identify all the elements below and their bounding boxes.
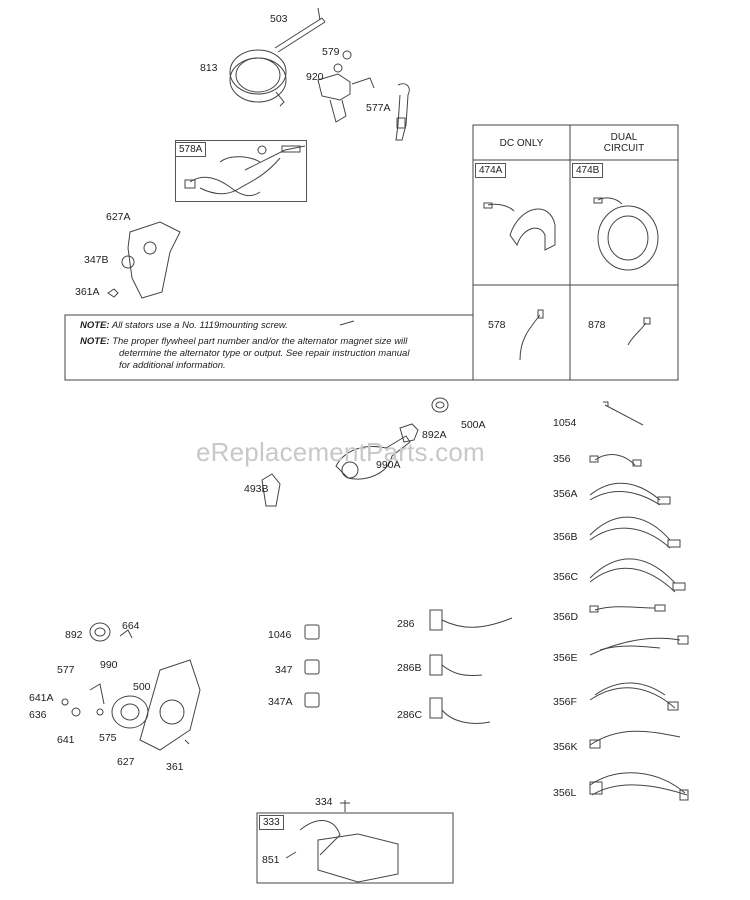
part-578a-box <box>175 140 307 202</box>
part-333-drawing <box>256 800 454 884</box>
stator-474a-tag: 474A <box>475 163 507 178</box>
part-627a-label: 627A <box>106 211 131 223</box>
part-990a-label: 990A <box>376 459 401 471</box>
note-2-prefix: NOTE: <box>80 336 110 347</box>
part-575-label: 575 <box>99 732 117 744</box>
part-334-label: 334 <box>315 796 333 808</box>
part-1046-label: 1046 <box>268 629 292 641</box>
grommets-drawing <box>304 624 320 708</box>
part-664-label: 664 <box>122 620 140 632</box>
part-627-assembly-drawing <box>61 622 201 751</box>
part-1054-label: 1054 <box>553 417 577 429</box>
part-636-label: 636 <box>29 709 47 721</box>
note-1-prefix: NOTE: <box>80 320 110 331</box>
part-577-label: 577 <box>57 664 75 676</box>
part-813-label: 813 <box>200 62 218 74</box>
part-356l-label: 356L <box>553 787 577 799</box>
note-2-line-2: determine the alternator type or output.… <box>119 348 410 359</box>
part-356a-label: 356A <box>553 488 578 500</box>
part-578-878-drawing <box>339 309 651 361</box>
part-641-label: 641 <box>57 734 75 746</box>
part-920-drawing <box>317 50 375 123</box>
part-579-label: 579 <box>322 46 340 58</box>
part-500-label: 500 <box>133 681 151 693</box>
part-503-label: 503 <box>270 13 288 25</box>
stator-col-dual-header-2: CIRCUIT <box>603 143 645 154</box>
part-361-label: 361 <box>166 761 184 773</box>
stator-474b-tag: 474B <box>572 163 604 178</box>
part-1054-drawing <box>603 401 644 426</box>
part-920-label: 920 <box>306 71 324 83</box>
watermark: eReplacementParts.com <box>196 437 485 467</box>
part-500a-label: 500A <box>461 419 486 431</box>
part-356f-label: 356F <box>553 696 577 708</box>
part-851-label: 851 <box>262 854 280 866</box>
modules-286-drawing <box>429 609 513 724</box>
part-286c-label: 286C <box>397 709 423 721</box>
note-2-text-line-1: The proper flywheel part number and/or t… <box>112 336 408 347</box>
part-878-label: 878 <box>588 319 606 331</box>
part-356-label: 356 <box>553 453 571 465</box>
part-347-label: 347 <box>275 664 293 676</box>
part-333-tag: 333 <box>259 815 284 830</box>
note-2: NOTE: The proper flywheel part number an… <box>80 336 407 348</box>
part-578-label: 578 <box>488 319 506 331</box>
part-356k-label: 356K <box>553 741 578 753</box>
part-286b-label: 286B <box>397 662 422 674</box>
part-347a-label: 347A <box>268 696 293 708</box>
note-1: NOTE: All stators use a No. 1119mounting… <box>80 320 288 332</box>
note-1-text: All stators use a No. 1119mounting screw… <box>111 320 288 331</box>
part-577a-drawing <box>395 83 410 141</box>
part-361a-label: 361A <box>75 286 100 298</box>
part-500a-892a-990a-drawing <box>261 397 449 507</box>
part-493b-label: 493B <box>244 483 269 495</box>
part-474a-drawing <box>483 202 556 251</box>
stator-col-dc-header: DC ONLY <box>499 138 544 149</box>
part-990-label: 990 <box>100 659 118 671</box>
part-578a-drawing <box>184 145 306 197</box>
stator-table-lines <box>64 124 679 381</box>
part-474b-drawing <box>593 197 659 271</box>
part-347b-label: 347B <box>84 254 109 266</box>
part-892-label: 892 <box>65 629 83 641</box>
note-2-line-3: for additional information. <box>119 360 226 371</box>
part-286-label: 286 <box>397 618 415 630</box>
part-356d-label: 356D <box>553 611 579 623</box>
part-578a-tag: 578A <box>175 142 207 157</box>
part-813-drawing <box>229 49 287 107</box>
part-577a-label: 577A <box>366 102 391 114</box>
part-356e-label: 356E <box>553 652 578 664</box>
harness-356-series-drawing <box>589 454 689 801</box>
part-627-label: 627 <box>117 756 135 768</box>
part-892a-label: 892A <box>422 429 447 441</box>
part-356b-label: 356B <box>553 531 578 543</box>
part-641a-label: 641A <box>29 692 54 704</box>
part-356c-label: 356C <box>553 571 579 583</box>
stator-col-dual-header-1: DUAL <box>610 132 638 143</box>
part-503-drawing <box>274 7 326 53</box>
part-627a-drawing <box>107 221 181 299</box>
